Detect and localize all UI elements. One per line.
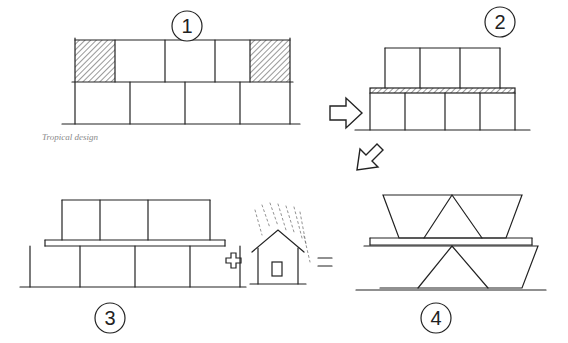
- sketch-two: [355, 48, 530, 130]
- circle-shape: [485, 7, 515, 37]
- circle-shape: [421, 303, 451, 333]
- callout-circle: 1: [171, 10, 203, 42]
- equals-symbol: [318, 258, 332, 266]
- handwritten-note: Tropical design: [42, 132, 98, 142]
- callout-number: 1: [181, 16, 192, 36]
- circle-shape: [95, 303, 125, 333]
- rain-hatch: [255, 203, 310, 262]
- sketch-one: [62, 38, 300, 124]
- callout-circle: 2: [484, 6, 516, 38]
- flow-arrow: [357, 144, 383, 170]
- house-symbol: [250, 230, 306, 284]
- sketch-three: [20, 200, 246, 287]
- callout-number: 2: [494, 12, 505, 32]
- callout-circle: 4: [420, 302, 452, 334]
- callout-number: 4: [430, 308, 441, 328]
- sketch-four: [356, 195, 546, 290]
- circle-shape: [172, 11, 202, 41]
- plus-symbol: [226, 253, 241, 268]
- flow-arrow: [330, 98, 362, 128]
- callout-number: 3: [104, 308, 115, 328]
- callout-circle: 3: [94, 302, 126, 334]
